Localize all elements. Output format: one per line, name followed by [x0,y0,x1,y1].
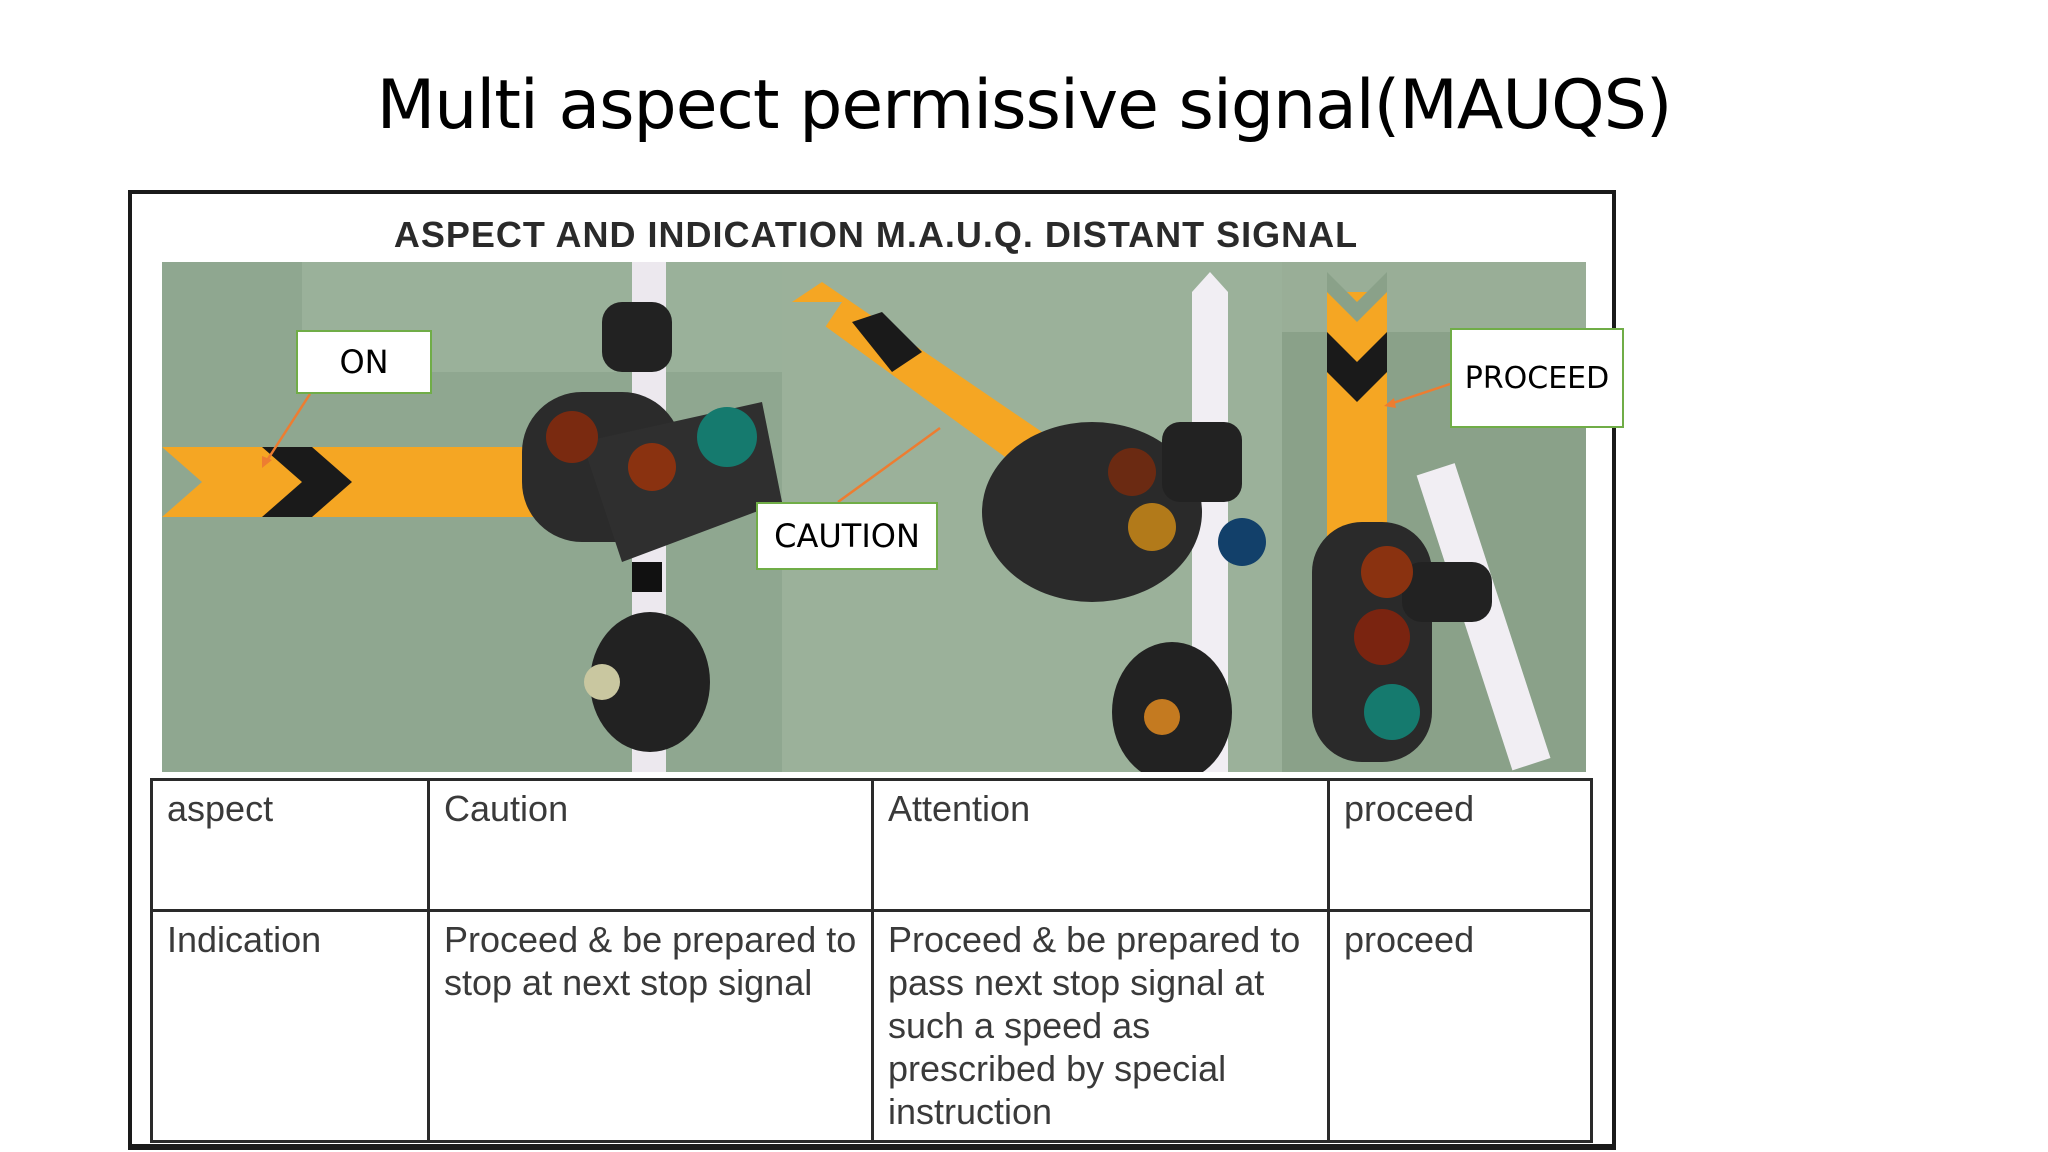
callout-on: ON [296,330,432,394]
table-cell: Proceed & be prepared to pass next stop … [871,909,1330,1143]
red-lamp-icon [1361,546,1413,598]
figure-heading: ASPECT AND INDICATION M.A.U.Q. DISTANT S… [393,214,1359,255]
signal-arm-icon [792,282,1042,462]
green-lamp-icon [697,407,757,467]
table-cell: Proceed & be prepared to stop at next st… [427,909,874,1143]
callout-caution: CAUTION [756,502,938,570]
table-cell: Indication [150,909,430,1143]
callout-proceed: PROCEED [1450,328,1624,428]
table-row: Indication Proceed & be prepared to stop… [150,909,1593,1143]
green-lamp-icon [1364,684,1420,740]
table-row: aspect Caution Attention proceed [150,778,1593,912]
chevron-icon [262,447,352,517]
table-cell: proceed [1327,778,1593,912]
signal-arm-icon [1327,292,1387,542]
table-cell: Attention [871,778,1330,912]
slide-title: Multi aspect permissive signal(MAUQS) [376,66,1673,145]
red-lamp-icon [628,443,676,491]
red-lamp-icon [546,411,598,463]
table-cell: proceed [1327,909,1593,1143]
aspect-indication-table: aspect Caution Attention proceed Indicat… [150,778,1593,1143]
table-cell: aspect [150,778,430,912]
red-lamp-icon [1108,448,1156,496]
table-cell: Caution [427,778,874,912]
yellow-lamp-icon [1128,503,1176,551]
blue-lamp-icon [1218,518,1266,566]
chevron-icon [852,312,922,372]
chevron-icon [1327,332,1387,402]
red-lamp-icon [1354,609,1410,665]
